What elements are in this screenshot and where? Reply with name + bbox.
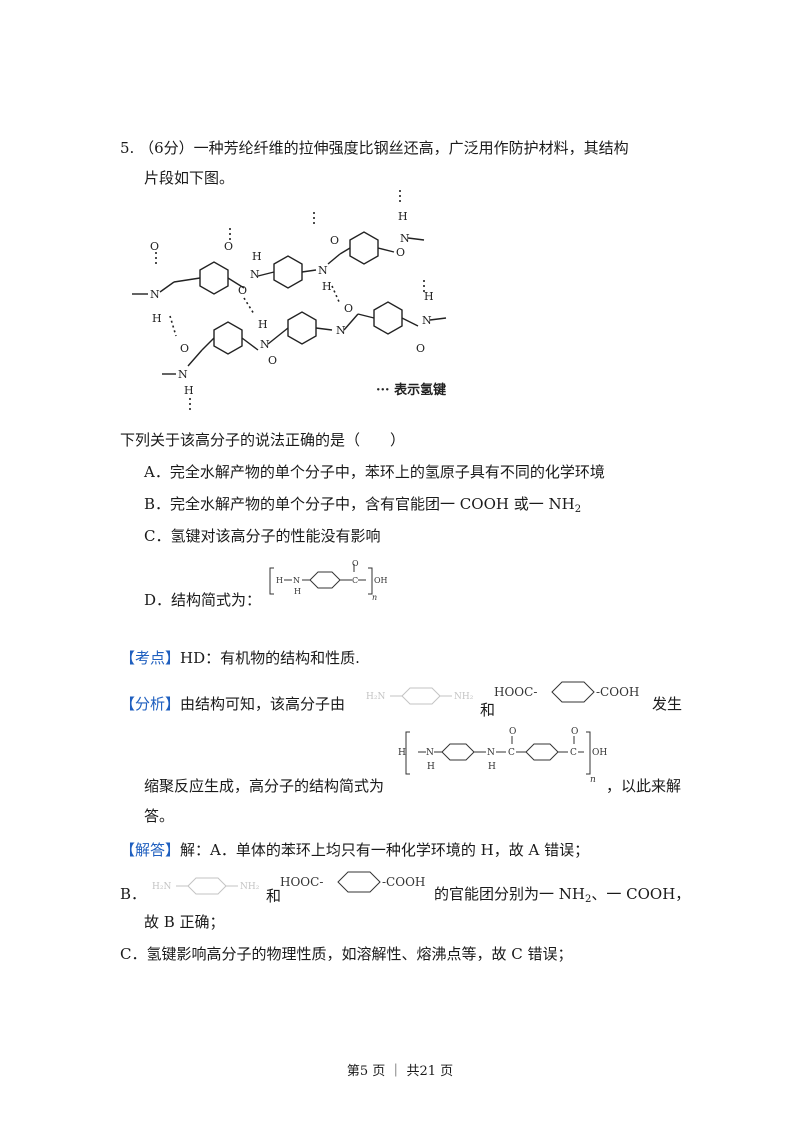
- question-stem-line1: 5. （6分）一种芳纶纤维的拉伸强度比钢丝还高，广泛用作防护材料，其结构: [120, 139, 629, 157]
- svg-text:-COOH: -COOH: [382, 875, 425, 889]
- fenxi-fasheng: 发生: [652, 695, 683, 713]
- kaodian-tag: 【考点】: [120, 649, 181, 667]
- svg-text:H: H: [398, 210, 408, 223]
- polymer-structure-figure: N H O O O N H N H O O N H N H O N H O N …: [132, 190, 446, 412]
- svg-text:H: H: [258, 318, 268, 331]
- kaodian-line: 【考点】HD：有机物的结构和性质.: [120, 649, 360, 667]
- jieda-tag: 【解答】: [120, 841, 181, 859]
- svg-text:N: N: [178, 368, 188, 381]
- option-a: A．完全水解产物的单个分子中，苯环上的氢原子具有不同的化学环境: [144, 463, 605, 481]
- svg-text:O: O: [352, 560, 359, 568]
- question-prompt: 下列关于该高分子的说法正确的是（ ）: [120, 431, 406, 449]
- option-d: D．结构简式为：: [144, 591, 262, 609]
- svg-text:OH: OH: [374, 576, 388, 585]
- svg-text:NH₂: NH₂: [454, 692, 474, 702]
- svg-text:C: C: [570, 748, 577, 758]
- svg-text:H: H: [427, 762, 435, 772]
- svg-text:N: N: [426, 748, 434, 758]
- svg-text:N: N: [422, 314, 432, 327]
- svg-text:H: H: [398, 748, 406, 758]
- diamine-formula: H₂N NH₂: [366, 687, 474, 705]
- hydrogen-bonds: [155, 190, 425, 412]
- fenxi-line1: 【分析】由结构可知，该高分子由: [120, 695, 346, 713]
- svg-text:O: O: [238, 284, 247, 297]
- svg-text:O: O: [330, 234, 339, 247]
- fenxi-line2-end: ，以此来解: [606, 777, 682, 795]
- benzene-ring: [273, 255, 303, 289]
- svg-text:O: O: [224, 240, 233, 253]
- svg-text:N: N: [250, 268, 260, 281]
- svg-text:H: H: [252, 250, 262, 263]
- svg-text:O: O: [509, 727, 516, 737]
- svg-text:H: H: [276, 576, 283, 585]
- benzene-ring: [213, 321, 243, 355]
- svg-text:N: N: [260, 338, 270, 351]
- svg-text:N: N: [318, 264, 328, 277]
- svg-text:O: O: [344, 302, 353, 315]
- jieda-line-c: C．氢键影响高分子的物理性质，如溶解性、熔沸点等，故 C 错误；: [120, 945, 573, 963]
- svg-text:N: N: [400, 232, 410, 245]
- fenxi-he: 和: [480, 701, 496, 719]
- svg-text:OH: OH: [592, 748, 607, 758]
- svg-text:H: H: [184, 384, 194, 397]
- svg-text:O: O: [268, 354, 277, 367]
- benzene-ring: [199, 261, 229, 295]
- svg-text:N: N: [293, 576, 300, 585]
- svg-text:O: O: [396, 246, 405, 259]
- svg-text:N: N: [336, 324, 346, 337]
- svg-text:H: H: [294, 587, 301, 596]
- option-b: B．完全水解产物的单个分子中，含有官能团一 COOH 或一 NH2: [144, 495, 582, 515]
- jieda-b-he: 和: [266, 887, 282, 905]
- atom-labels: N H O O O N H N H O O N H N H O N H O N …: [150, 210, 434, 397]
- polymer-formula: H N H N H C O C O OH n: [398, 727, 607, 785]
- terephthalic-acid-formula-b: HOOC- -COOH: [280, 871, 425, 893]
- svg-text:n: n: [590, 775, 596, 785]
- svg-text:NH₂: NH₂: [240, 882, 260, 892]
- page-footer: 第5 页 ｜ 共21 页: [346, 1064, 454, 1079]
- svg-text:H: H: [488, 762, 496, 772]
- svg-text:H: H: [152, 312, 162, 325]
- svg-text:N: N: [487, 748, 495, 758]
- svg-text:N: N: [150, 288, 160, 301]
- jieda-b-text: 的官能团分别为一 NH2、一 COOH，: [434, 885, 691, 905]
- benzene-ring: [287, 311, 317, 345]
- option-c: C．氢键对该高分子的性能没有影响: [144, 527, 381, 545]
- svg-text:C: C: [508, 748, 515, 758]
- jieda-line-a: 【解答】解：A．单体的苯环上均只有一种化学环境的 H，故 A 错误；: [120, 841, 590, 859]
- fenxi-tag: 【分析】: [120, 695, 181, 713]
- svg-text:HOOC-: HOOC-: [494, 685, 537, 699]
- svg-text:O: O: [416, 342, 425, 355]
- svg-text:O: O: [180, 342, 189, 355]
- svg-text:O: O: [571, 727, 578, 737]
- benzene-ring: [349, 231, 379, 265]
- svg-text:-COOH: -COOH: [596, 685, 639, 699]
- jieda-b-label: B．: [120, 885, 147, 903]
- benzene-ring: [373, 301, 403, 335]
- jieda-b-text3: 故 B 正确；: [144, 913, 225, 931]
- fenxi-line3: 答。: [144, 807, 175, 825]
- diamine-formula-b: H₂N NH₂: [152, 877, 260, 895]
- fenxi-line2: 缩聚反应生成，高分子的结构简式为: [144, 777, 385, 795]
- figure-legend: ··· 表示氢键: [376, 382, 446, 398]
- svg-text:H: H: [424, 290, 434, 303]
- svg-text:O: O: [150, 240, 159, 253]
- terephthalic-acid-formula: HOOC- -COOH: [494, 681, 639, 703]
- question-stem-line2: 片段如下图。: [144, 169, 235, 187]
- svg-text:HOOC-: HOOC-: [280, 875, 323, 889]
- svg-text:H₂N: H₂N: [366, 692, 385, 702]
- svg-text:H: H: [322, 280, 332, 293]
- svg-text:H₂N: H₂N: [152, 882, 171, 892]
- svg-text:C: C: [352, 576, 358, 585]
- option-d-formula: H N H C O OH n: [269, 560, 388, 602]
- svg-text:n: n: [372, 593, 377, 602]
